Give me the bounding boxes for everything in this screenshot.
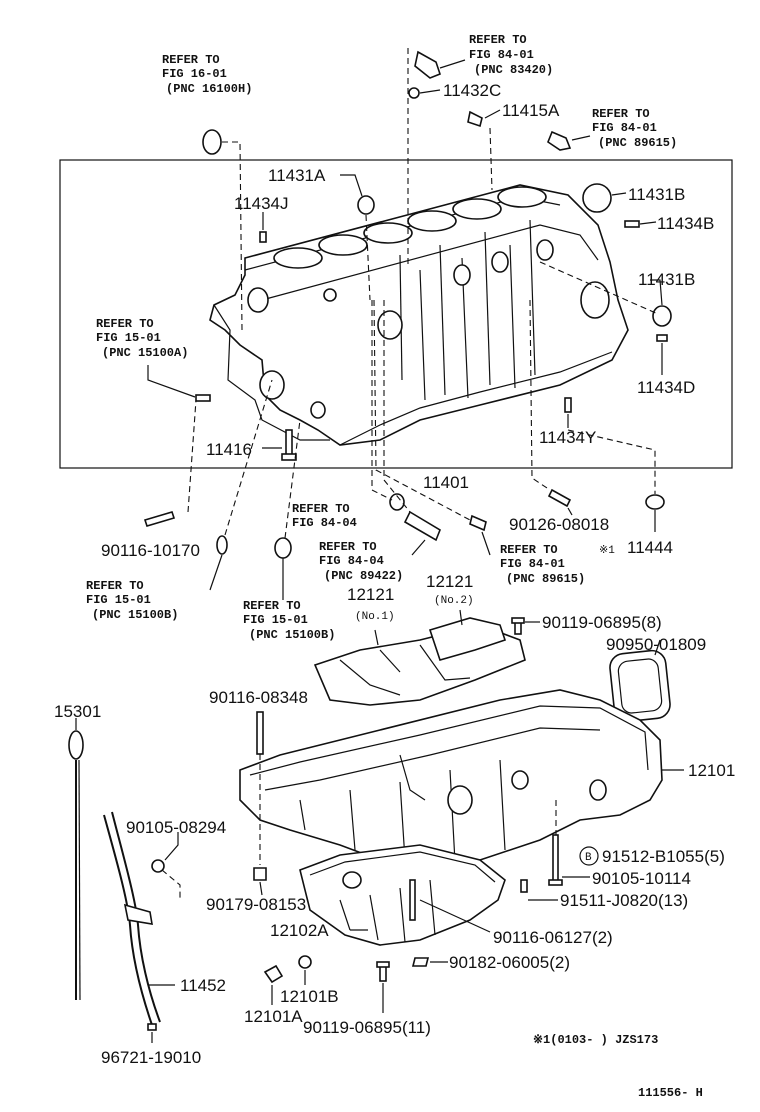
ref-fig-16-01-line1: REFER TO xyxy=(162,53,220,67)
sensor-part xyxy=(414,50,441,79)
cylinder-block-drawing xyxy=(209,184,629,446)
ref-fig-15-01-b1-line2: FIG 15-01 xyxy=(86,593,151,607)
ref-fig-84-04-b-line2: FIG 84-04 xyxy=(319,554,384,568)
ref-fig-15-01-left-line3: (PNC 15100A) xyxy=(102,346,188,360)
ref-fig-84-01-top-line1: REFER TO xyxy=(469,33,527,47)
part-11444: 11444 xyxy=(627,538,673,557)
block-frame xyxy=(59,159,733,469)
part-12121-no2-sub: (No.2) xyxy=(434,595,474,607)
part-11434J: 11434J xyxy=(234,194,289,213)
ref-fig-15-01-left-line1: REFER TO xyxy=(96,317,154,331)
part-12101: 12101 xyxy=(688,761,735,780)
part-12121-no1-sub: (No.1) xyxy=(355,611,395,623)
part-12121-no1: 12121 xyxy=(347,585,394,604)
part-90126-08018: 90126-08018 xyxy=(509,515,609,534)
ref-fig-15-01-b2-line3: (PNC 15100B) xyxy=(249,628,335,642)
ref-fig-16-01-line2: FIG 16-01 xyxy=(162,67,227,81)
ref-fig-84-01-mid-line3: (PNC 89615) xyxy=(506,572,585,586)
footnote: ※1(0103- ) JZS173 xyxy=(533,1033,658,1047)
part-11434Y: 11434Y xyxy=(539,428,596,447)
part-11431A: 11431A xyxy=(268,166,326,185)
ref-fig-84-04-b-line3: (PNC 89422) xyxy=(324,569,403,583)
part-90116-10170: 90116-10170 xyxy=(101,541,200,560)
figure-id: 111556- H xyxy=(638,1086,703,1100)
part-12102A: 12102A xyxy=(270,921,329,940)
ref-fig-84-01-right-line1: REFER TO xyxy=(592,107,650,121)
ref-fig-84-01-top-line3: (PNC 83420) xyxy=(474,63,553,77)
part-90119-06895-8: 90119-06895(8) xyxy=(542,613,662,632)
part-90182-06005: 90182-06005(2) xyxy=(449,953,570,972)
part-11415A: 11415A xyxy=(502,101,560,120)
gasket-part xyxy=(609,649,671,723)
part-90179-08153: 90179-08153 xyxy=(206,895,306,914)
o-ring-part xyxy=(202,129,222,155)
part-11431B-top: 11431B xyxy=(628,185,685,204)
part-11432C: 11432C xyxy=(443,81,501,100)
part-90105-10114: 90105-10114 xyxy=(592,869,691,888)
ref-fig-84-04-a-line2: FIG 84-04 xyxy=(292,516,357,530)
dipstick-guide-drawing xyxy=(103,811,161,1026)
part-90116-06127: 90116-06127(2) xyxy=(493,928,613,947)
ref-fig-15-01-b2-line2: FIG 15-01 xyxy=(243,613,308,627)
part-90950-01809: 90950-01809 xyxy=(606,635,706,654)
ref-fig-15-01-left-line2: FIG 15-01 xyxy=(96,331,161,345)
part-91512-B1055: 91512-B1055(5) xyxy=(602,847,725,866)
part-96721-19010: 96721-19010 xyxy=(101,1048,201,1067)
part-11416: 11416 xyxy=(206,440,252,459)
ref-fig-84-01-right-line2: FIG 84-01 xyxy=(592,121,657,135)
part-90116-08348: 90116-08348 xyxy=(209,688,308,707)
ref-fig-15-01-b1-line1: REFER TO xyxy=(86,579,144,593)
ref-fig-84-01-top-line2: FIG 84-01 xyxy=(469,48,534,62)
part-91511-J0820: 91511-J0820(13) xyxy=(560,891,688,910)
part-12101B: 12101B xyxy=(280,987,339,1006)
part-12121-no2: 12121 xyxy=(426,572,473,591)
oil-pan-lower-drawing xyxy=(299,844,506,946)
part-15301: 15301 xyxy=(54,702,101,721)
part-90119-06895-11: 90119-06895(11) xyxy=(303,1018,431,1037)
ref-fig-84-04-a-line1: REFER TO xyxy=(292,502,350,516)
dipstick-drawing xyxy=(68,718,84,1001)
ref-fig-84-01-right-line3: (PNC 89615) xyxy=(598,136,677,150)
b-circle-label: B xyxy=(585,852,592,864)
part-11434B: 11434B xyxy=(657,214,714,233)
oil-pan-upper-drawing xyxy=(239,689,663,871)
ref-fig-15-01-b1-line3: (PNC 15100B) xyxy=(92,608,178,622)
ref-fig-16-01-line3: (PNC 16100H) xyxy=(166,82,252,96)
part-11434D: 11434D xyxy=(637,378,695,397)
mark-1: ※1 xyxy=(599,545,615,557)
part-11401: 11401 xyxy=(423,473,469,492)
part-11452: 11452 xyxy=(180,976,226,995)
part-90105-08294: 90105-08294 xyxy=(126,818,226,837)
part-11431B-mid: 11431B xyxy=(638,270,695,289)
ref-fig-84-01-mid-line2: FIG 84-01 xyxy=(500,557,565,571)
ref-fig-84-01-mid-line1: REFER TO xyxy=(500,543,558,557)
ref-fig-84-04-b-line1: REFER TO xyxy=(319,540,377,554)
ref-fig-15-01-b2-line1: REFER TO xyxy=(243,599,301,613)
part-12101A: 12101A xyxy=(244,1007,303,1026)
